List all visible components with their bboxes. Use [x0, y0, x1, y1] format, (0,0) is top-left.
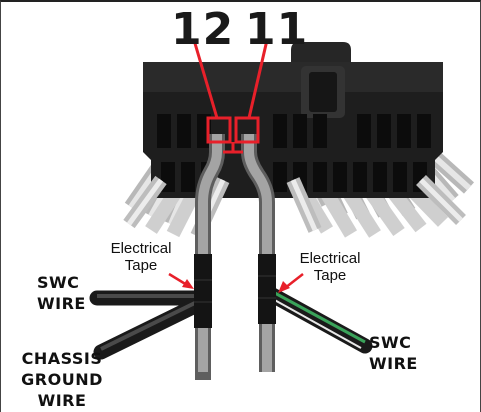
tape-label-right-line1: Electrical [299, 250, 361, 267]
swc-left-line1: SWC [37, 273, 80, 292]
swc-wire-label-left: SWC WIRE [37, 272, 86, 314]
chassis-line2: GROUND [21, 370, 103, 389]
chassis-ground-wire [93, 294, 211, 360]
pin-11-wire [241, 134, 275, 372]
swc-left-line2: WIRE [37, 294, 86, 313]
connector-body [143, 42, 443, 198]
electrical-tape-right [258, 254, 276, 324]
pin-12-wire [195, 134, 225, 380]
pin-number-12: 12 [171, 4, 235, 55]
tape-label-left-line1: Electrical [110, 240, 172, 257]
pin-number-11: 11 [245, 4, 309, 55]
swc-right-wire [259, 284, 373, 354]
tape-label-left-line2: Tape [124, 257, 158, 274]
tape-label-right: Electrical Tape [285, 250, 375, 284]
tape-label-right-line2: Tape [313, 267, 347, 284]
tape-arrow-right [278, 273, 304, 293]
chassis-ground-wire-label: CHASSIS GROUND WIRE [7, 348, 117, 411]
chassis-line1: CHASSIS [21, 349, 103, 368]
swc-right-line2: WIRE [369, 354, 418, 373]
swc-right-line1: SWC [369, 333, 412, 352]
chassis-line3: WIRE [37, 391, 87, 410]
swc-wire-label-right: SWC WIRE [369, 332, 418, 374]
tape-arrow-left [168, 272, 194, 289]
pin-highlight [192, 39, 269, 154]
electrical-tape-left [194, 254, 212, 328]
swc-left-wire [89, 290, 211, 306]
tape-label-left: Electrical Tape [101, 240, 181, 274]
